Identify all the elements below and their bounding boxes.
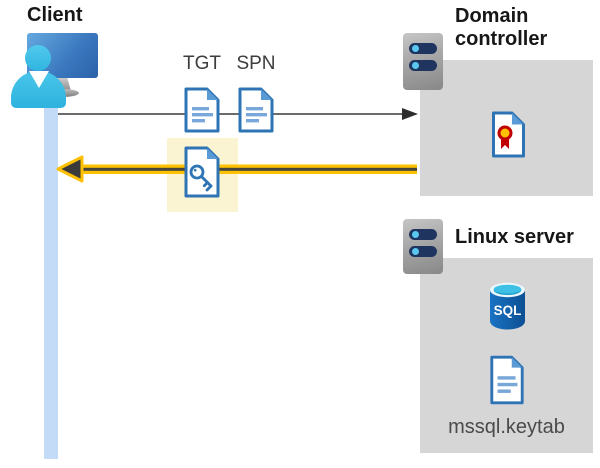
spn-label: SPN	[236, 53, 276, 74]
domain-controller-server-icon	[403, 33, 443, 90]
server-slot-icon	[409, 246, 437, 257]
client-label: Client	[27, 4, 83, 26]
linux-server-icon	[403, 219, 443, 274]
client-timeline-bar	[44, 92, 58, 459]
spn-document-icon	[238, 87, 274, 133]
linux-server-label: Linux server	[455, 226, 574, 248]
request-arrow	[58, 108, 418, 120]
server-slot-icon	[409, 229, 437, 240]
tgt-label: TGT	[183, 53, 221, 74]
sql-icon-label: SQL	[494, 303, 522, 318]
server-slot-icon	[409, 43, 437, 54]
domain-controller-label: Domain controller	[455, 5, 548, 50]
keytab-file-icon	[490, 355, 524, 405]
server-slot-icon	[409, 60, 437, 71]
certificate-icon	[492, 111, 525, 158]
user-head-icon	[25, 45, 51, 71]
sql-database-icon: SQL	[490, 282, 525, 330]
service-ticket-key-icon	[184, 146, 220, 198]
keytab-label: mssql.keytab	[448, 416, 565, 438]
user-collar-shape	[29, 71, 49, 88]
tgt-document-icon	[184, 87, 220, 133]
response-arrow	[56, 155, 417, 183]
